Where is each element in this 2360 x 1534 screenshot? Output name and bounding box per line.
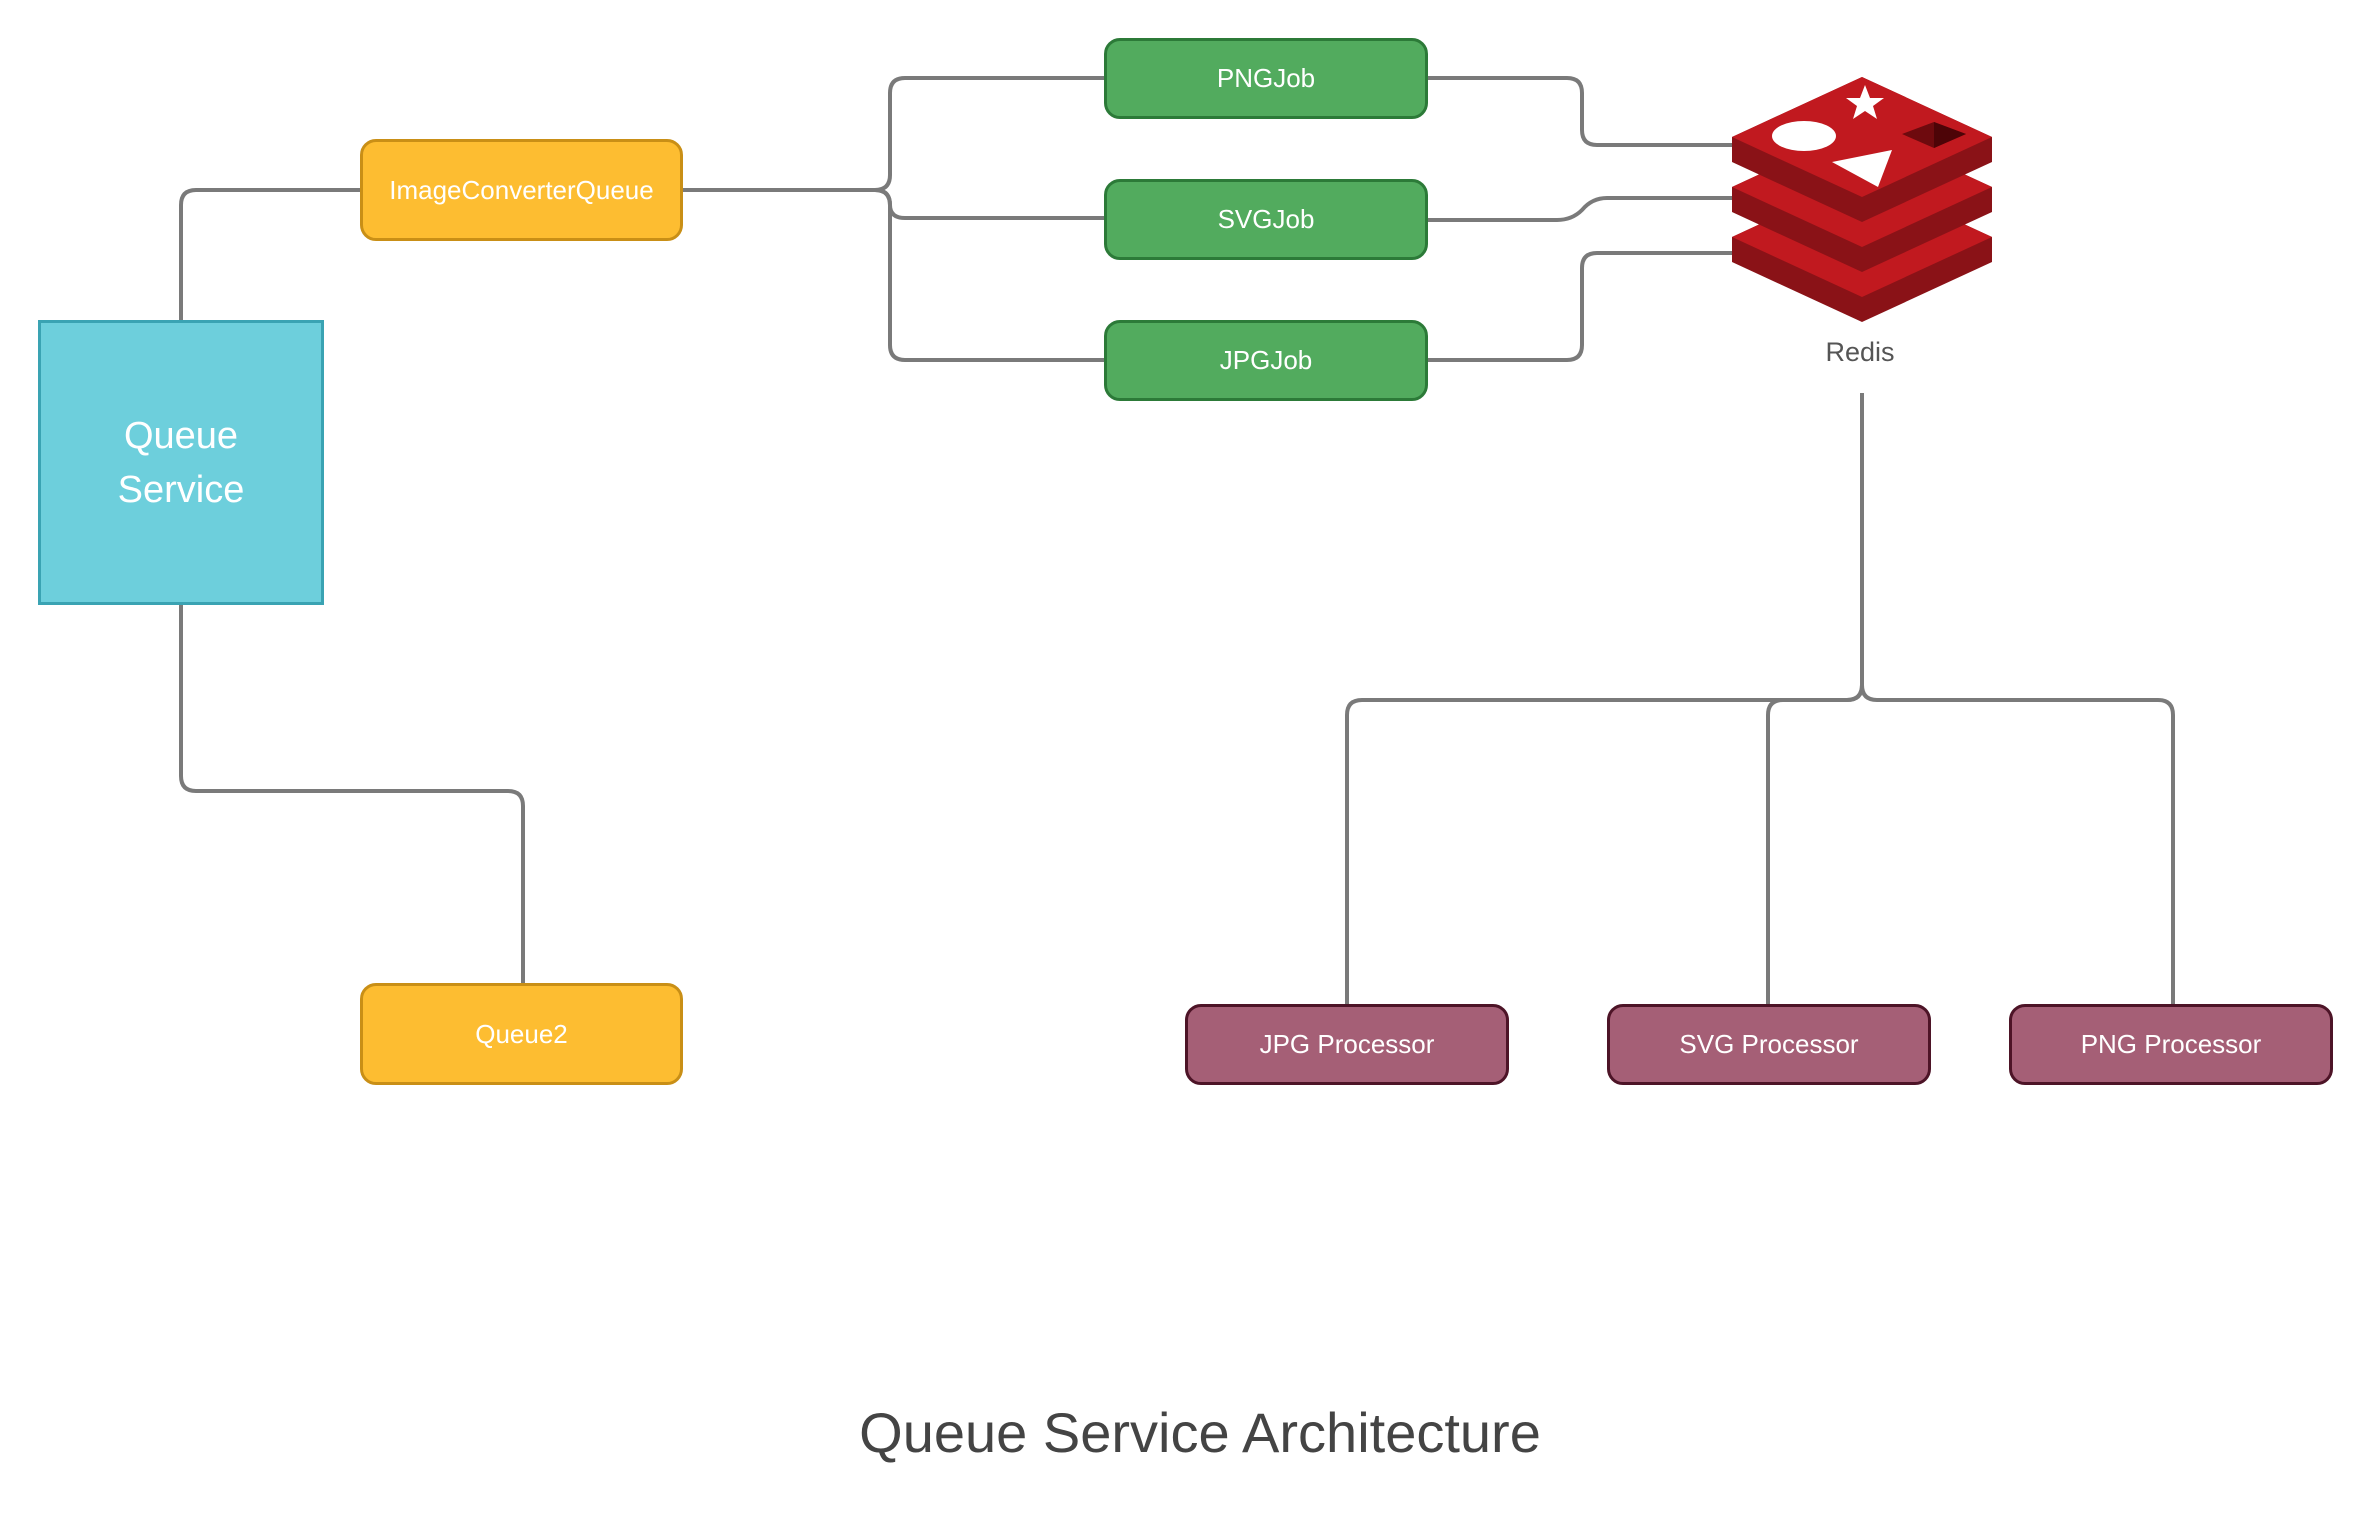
edge-redis-svgprocessor-pngprocessor bbox=[1860, 684, 2175, 1007]
edge-svgjob-redis bbox=[1426, 196, 1735, 222]
queue-service-label: Queue Service bbox=[117, 414, 245, 511]
redis-label: Redis bbox=[1825, 337, 1895, 367]
imageconverterqueue-node[interactable]: ImageConverterQueue bbox=[360, 139, 683, 241]
jpgjob-node[interactable]: JPGJob bbox=[1104, 320, 1428, 401]
jpg-processor-label: JPG Processor bbox=[1259, 1029, 1435, 1059]
png-processor-label: PNG Processor bbox=[2080, 1029, 2262, 1059]
jpgjob-label: JPGJob bbox=[1219, 345, 1313, 375]
queue-service-node[interactable]: Queue Service bbox=[38, 320, 324, 605]
jpg-processor-node[interactable]: JPG Processor bbox=[1185, 1004, 1509, 1085]
edge-queueservice-queue2 bbox=[179, 602, 525, 985]
edge-queue-svgjob bbox=[681, 188, 1106, 220]
queue2-node[interactable]: Queue2 bbox=[360, 983, 683, 1085]
imageconverterqueue-label: ImageConverterQueue bbox=[389, 174, 654, 205]
edge-pngjob-redis bbox=[1426, 76, 1735, 147]
queue2-label: Queue2 bbox=[475, 1018, 568, 1049]
png-processor-node[interactable]: PNG Processor bbox=[2009, 1004, 2333, 1085]
edge-queue-pngjob bbox=[681, 76, 1106, 192]
edge-queue-jpgjob bbox=[681, 188, 1106, 362]
svg-processor-node[interactable]: SVG Processor bbox=[1607, 1004, 1931, 1085]
svgjob-label: SVGJob bbox=[1217, 204, 1315, 234]
diagram-title: Queue Service Architecture bbox=[859, 1401, 1541, 1464]
edge-redis-jpgprocessor bbox=[1766, 684, 1864, 1007]
svg-processor-label: SVG Processor bbox=[1679, 1029, 1859, 1059]
pngjob-node[interactable]: PNGJob bbox=[1104, 38, 1428, 119]
svgjob-node[interactable]: SVGJob bbox=[1104, 179, 1428, 260]
pngjob-label: PNGJob bbox=[1216, 63, 1316, 93]
redis-logo-icon bbox=[1732, 77, 1992, 322]
edge-jpgjob-redis bbox=[1426, 251, 1735, 362]
edge-queueservice-imageconverterqueue bbox=[179, 188, 362, 322]
